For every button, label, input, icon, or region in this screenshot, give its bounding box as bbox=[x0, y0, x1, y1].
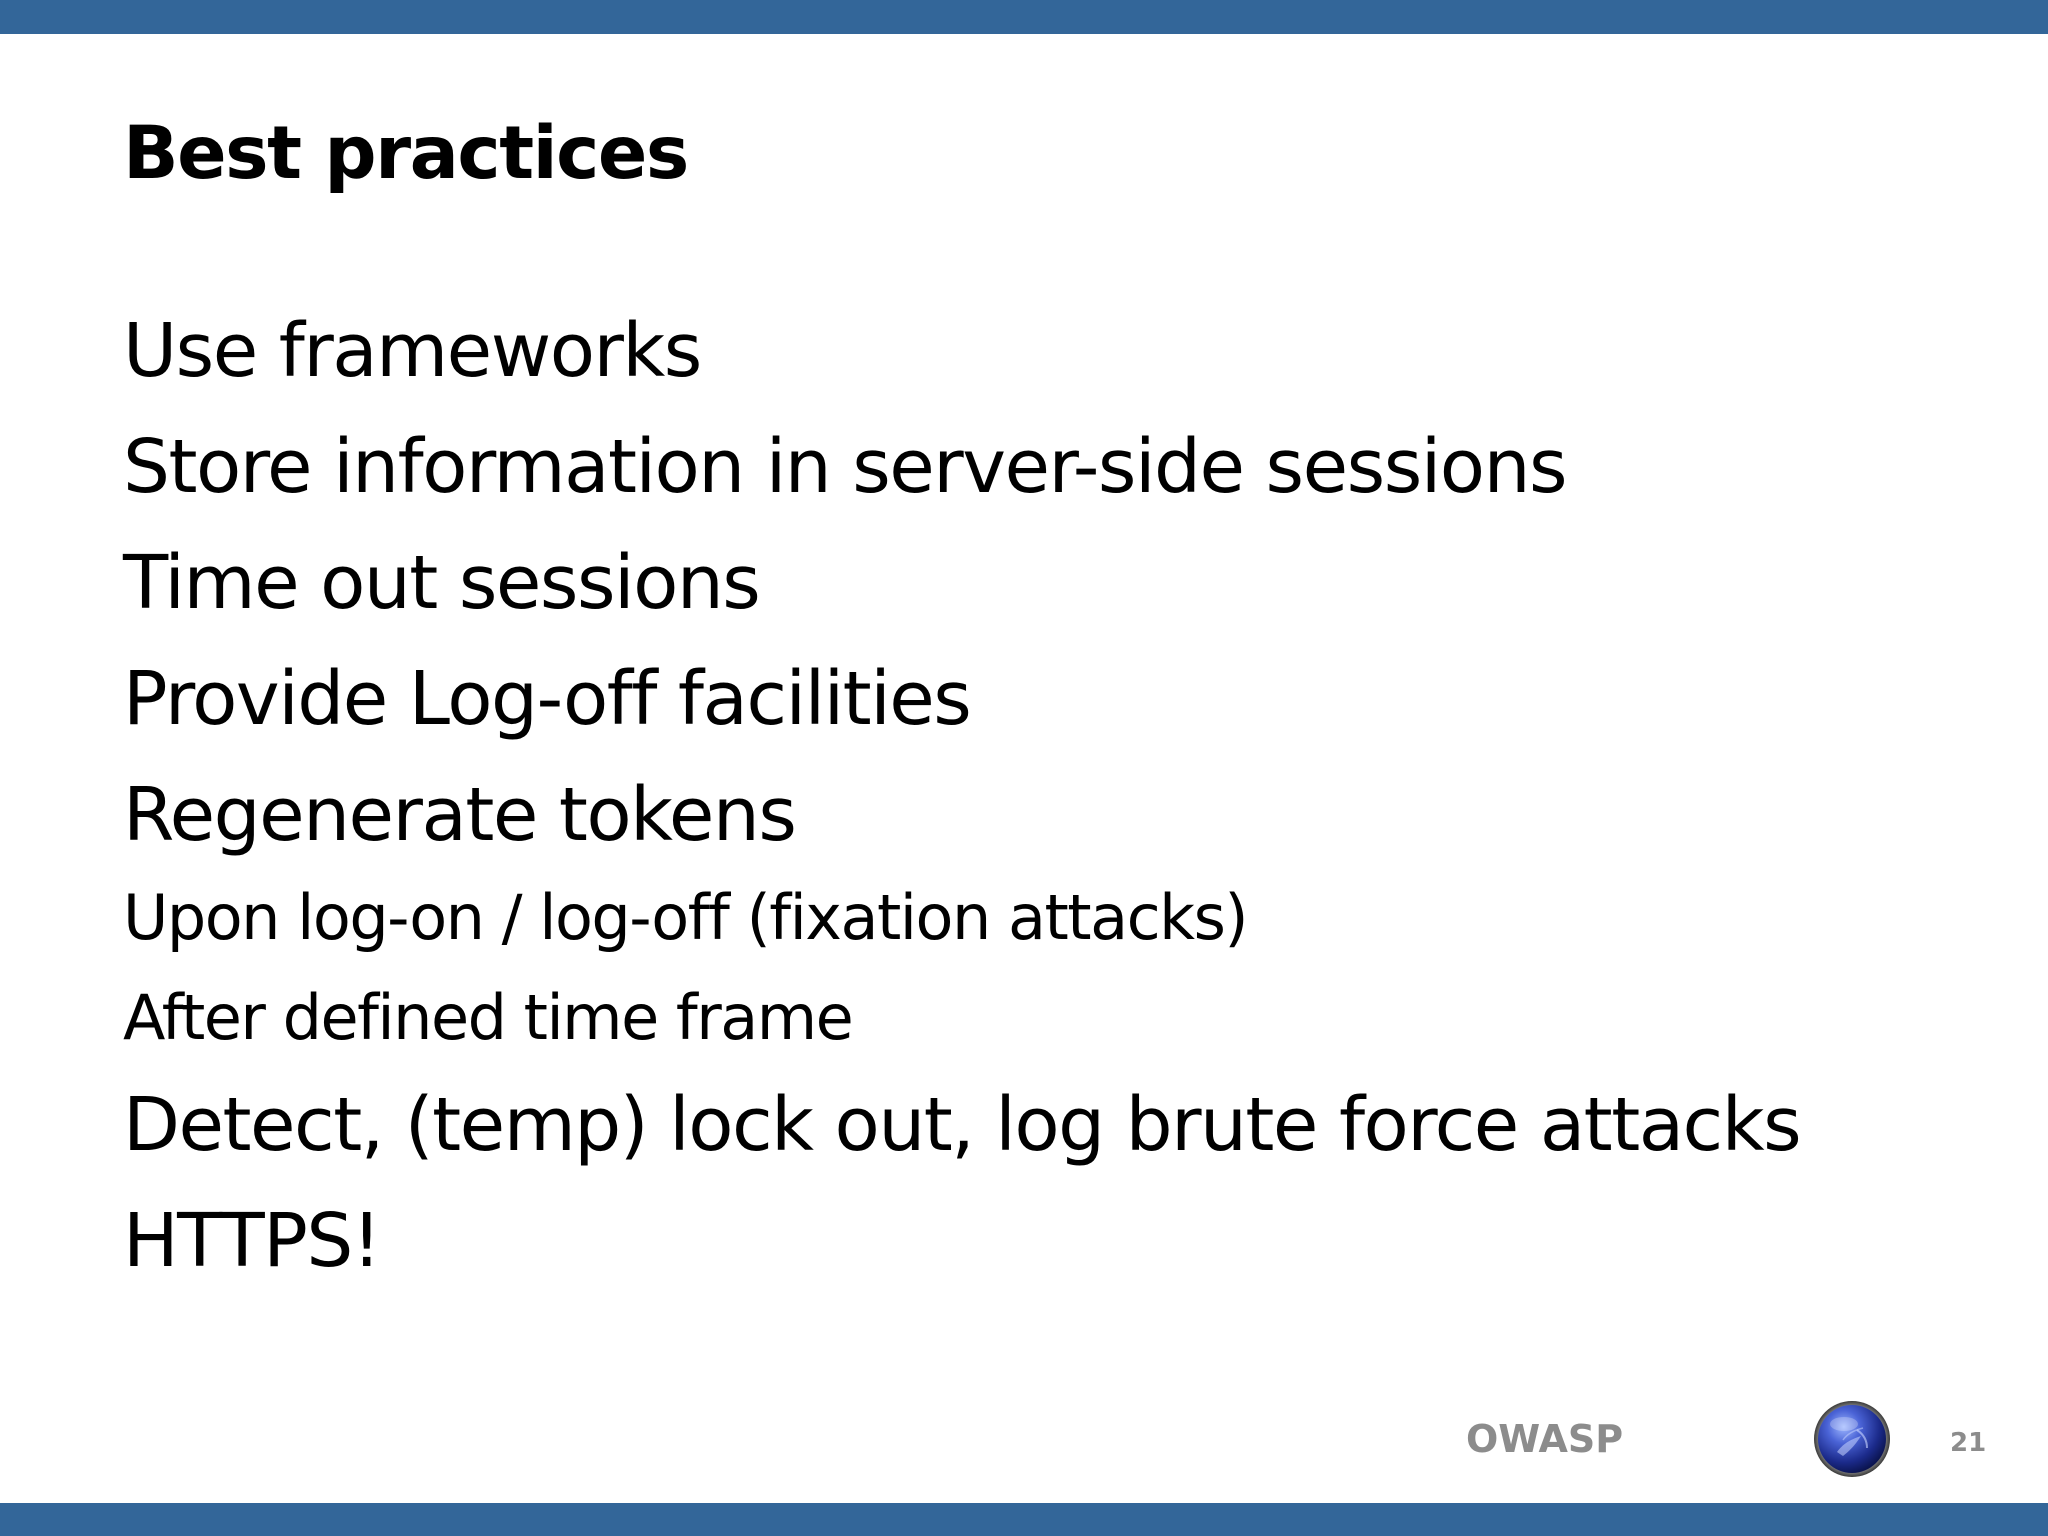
top-accent-bar bbox=[0, 0, 2048, 34]
bullet-item: Provide Log-off facilities bbox=[123, 656, 972, 742]
bullet-item: Store information in server-side session… bbox=[123, 424, 1568, 510]
owasp-wasp-globe-icon bbox=[1813, 1400, 1891, 1478]
sub-bullet-item: Upon log-on / log-off (fixation attacks) bbox=[123, 881, 1249, 954]
bottom-accent-bar bbox=[0, 1503, 2048, 1536]
bullet-item: Time out sessions bbox=[123, 540, 761, 626]
slide-title: Best practices bbox=[123, 111, 689, 196]
sub-bullet-item: After defined time frame bbox=[123, 981, 854, 1054]
footer-brand: OWASP bbox=[1466, 1417, 1624, 1461]
bullet-item: HTTPS! bbox=[123, 1198, 382, 1284]
bullet-item: Detect, (temp) lock out, log brute force… bbox=[123, 1082, 1802, 1168]
bullet-item: Regenerate tokens bbox=[123, 772, 797, 858]
bullet-item: Use frameworks bbox=[123, 308, 702, 394]
page-number: 21 bbox=[1950, 1428, 1987, 1458]
